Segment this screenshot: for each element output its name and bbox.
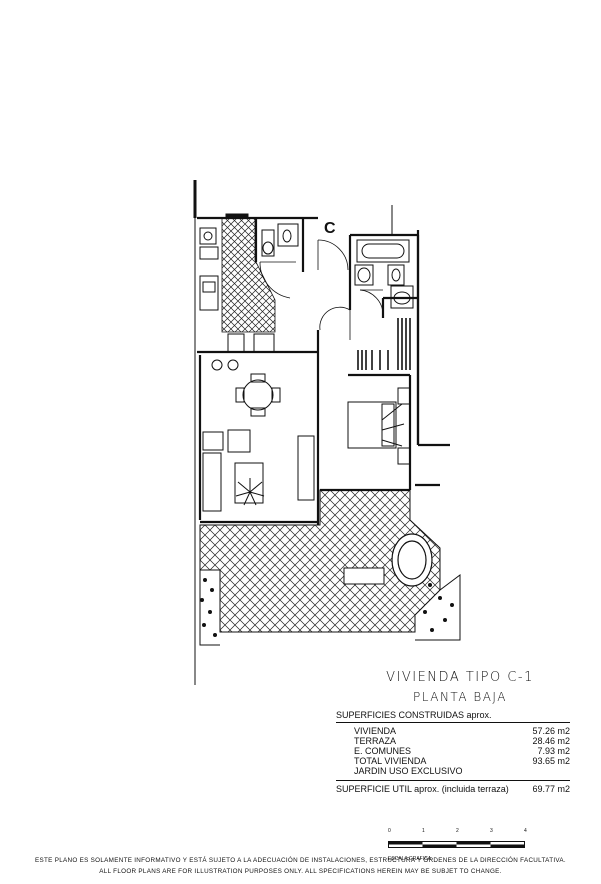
walls: [197, 205, 450, 525]
useful-surface-value: 69.77 m2: [532, 784, 570, 794]
surfaces-header: SUPERFICIES CONSTRUIDAS aprox.: [336, 710, 570, 723]
door-swings: [259, 239, 384, 353]
garden-boundary: [199, 570, 461, 646]
bathroom-fixtures-1: [261, 223, 299, 257]
scale-label: ESCALA GRAFICA: [388, 856, 432, 862]
floor-subtitle: PLANTA BAJA: [413, 690, 507, 704]
dining-set: [211, 359, 281, 417]
useful-surface: SUPERFICIE UTIL aprox. (incluida terraza…: [336, 780, 570, 794]
scale-tick: 3: [490, 828, 493, 834]
surface-row: JARDIN USO EXCLUSIVO: [354, 766, 463, 776]
kitchen-floor-hatch: [221, 217, 276, 333]
bathroom-fixtures-2: [354, 239, 414, 309]
scale-tick: 2: [456, 828, 459, 834]
garden-shrubs: [200, 578, 454, 637]
sofa-set: [202, 429, 315, 512]
scale-tick: 0: [388, 828, 391, 834]
disclaimer-en: ALL FLOOR PLANS ARE FOR ILLUSTRATION PUR…: [99, 868, 502, 875]
unit-letter: C: [324, 220, 336, 237]
graphic-scale: 0 1 2 3 4 ESCALA GRAFICA: [388, 828, 528, 862]
bedroom-bed: [347, 387, 411, 465]
scale-tick: 1: [422, 828, 425, 834]
unit-title: VIVIENDA TIPO C-1: [386, 670, 534, 685]
jacuzzi: [391, 533, 433, 587]
scale-bar: [388, 841, 525, 848]
useful-surface-label: SUPERFICIE UTIL aprox. (incluida terraza…: [336, 784, 509, 794]
scale-tick: 4: [524, 828, 527, 834]
garden-bench: [343, 567, 385, 585]
disclaimer-es: ESTE PLANO ES SOLAMENTE INFORMATIVO Y ES…: [35, 857, 566, 864]
kitchen-appliances: [199, 213, 275, 353]
plant: [235, 478, 265, 506]
wardrobes: [357, 318, 411, 370]
